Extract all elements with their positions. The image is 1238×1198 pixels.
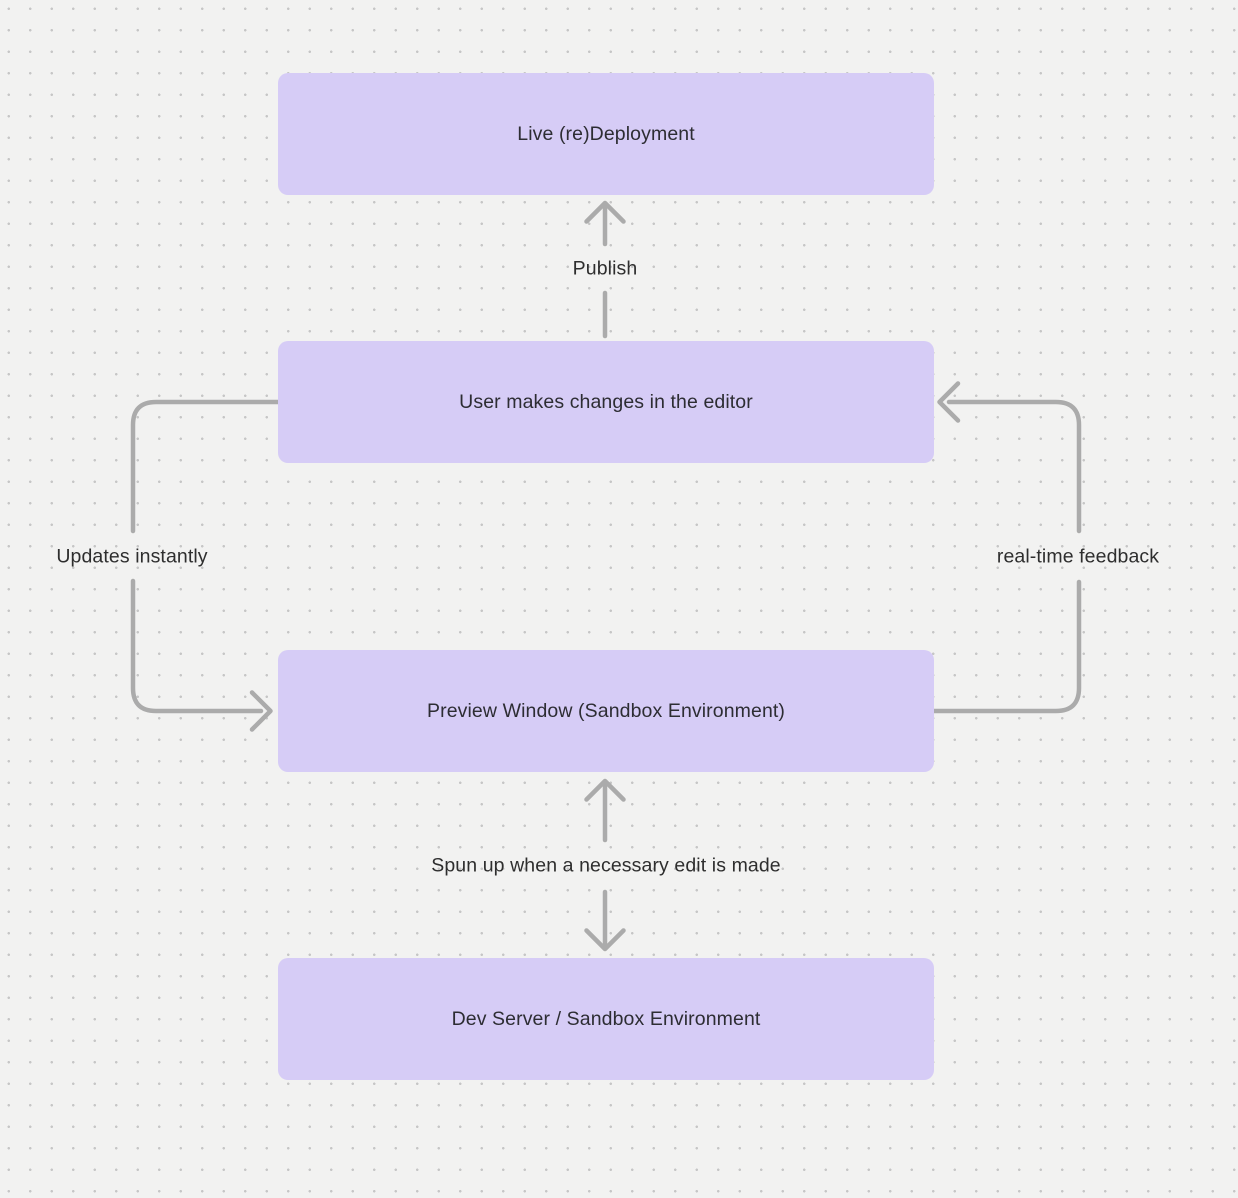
node-dev-server-label: Dev Server / Sandbox Environment [451,1007,761,1030]
edge-label-updates-instantly: Updates instantly [56,545,208,568]
edge-label-publish: Publish [572,257,638,280]
node-editor-changes-label: User makes changes in the editor [459,390,753,413]
node-dev-server[interactable]: Dev Server / Sandbox Environment [278,958,934,1080]
edge-label-spun-up: Spun up when a necessary edit is made [431,854,781,877]
node-preview-window-label: Preview Window (Sandbox Environment) [427,699,785,722]
node-editor-changes[interactable]: User makes changes in the editor [278,341,934,463]
edge-label-real-time-feedback: real-time feedback [996,545,1160,568]
node-live-deployment-label: Live (re)Deployment [517,122,695,145]
node-live-deployment[interactable]: Live (re)Deployment [278,73,934,195]
node-preview-window[interactable]: Preview Window (Sandbox Environment) [278,650,934,772]
